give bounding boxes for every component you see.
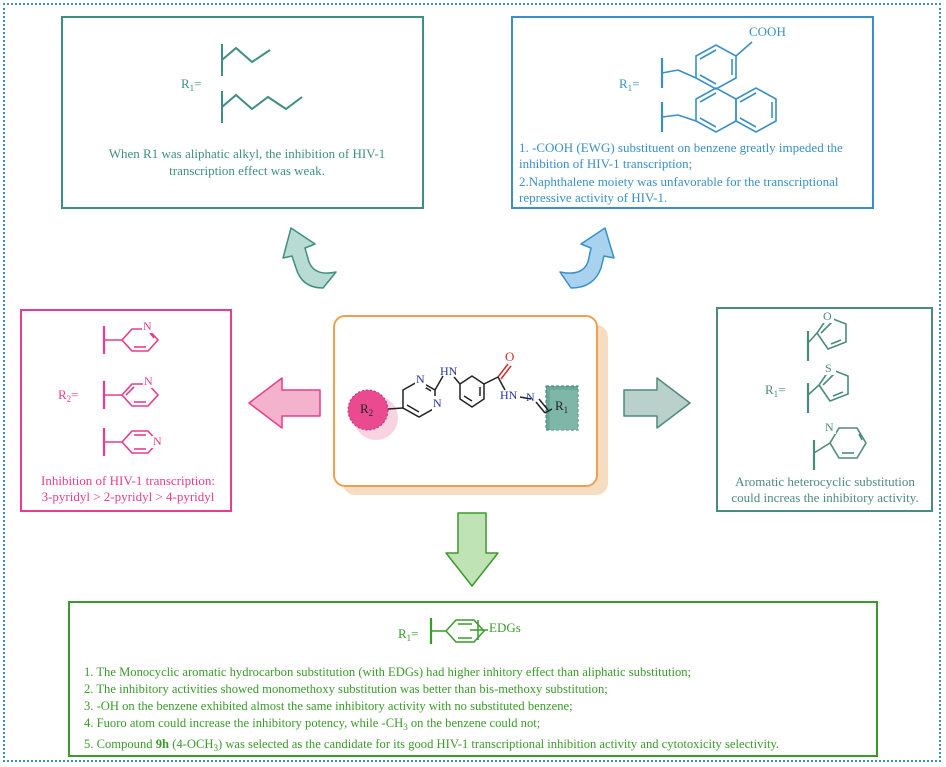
edg-line-4: 4. Fuoro atom could increase the inhibit… — [84, 715, 874, 736]
center-hn-amine: HN — [440, 364, 458, 378]
pyridyl-n-3: N — [144, 374, 153, 388]
center-r1-label: R1 — [555, 398, 568, 417]
outer-dotted-frame — [3, 3, 941, 762]
pyridine-n: N — [825, 420, 834, 434]
heterocycle-conclusion: Aromatic heterocyclic substitution could… — [731, 474, 919, 506]
edgs-label: EDGs — [489, 620, 521, 635]
edg-line-5-sub: 3 — [213, 743, 218, 753]
r-letter: R — [398, 626, 407, 641]
heterocycle-box — [716, 307, 933, 512]
edg-line-4-sub: 3 — [403, 722, 408, 732]
pyridyl-order: 3-pyridyl > 2-pyridyl > 4-pyridyl — [41, 489, 215, 504]
r-subscript: 1 — [627, 83, 633, 93]
edg-line-2: 2. The inhibitory activities showed mono… — [84, 682, 608, 696]
r-letter: R — [360, 401, 369, 416]
ewg-r1-label: R1= — [619, 76, 640, 95]
ewg-naphthalene-box — [511, 16, 874, 209]
heterocycle-r1-label: R1= — [765, 382, 786, 401]
r-letter: R — [58, 387, 67, 402]
compound-9h: 9h — [155, 737, 170, 751]
r-subscript: 1 — [406, 633, 412, 643]
r-subscript: 1 — [189, 83, 195, 93]
r-letter: R — [181, 76, 190, 91]
ewg-conclusion-1: 1. -COOH (EWG) substituent on benzene gr… — [519, 140, 843, 172]
center-carbonyl-o: O — [505, 349, 515, 364]
pyridyl-n-4: N — [153, 434, 162, 448]
edg-line-1: 1. The Monocyclic aromatic hydrocarbon s… — [84, 665, 692, 679]
r-letter: R — [555, 398, 564, 413]
aliphatic-alkyl-box — [61, 16, 424, 209]
furan-o: O — [823, 309, 832, 323]
edg-line-3: 3. -OH on the benzene exhibited almost t… — [84, 699, 573, 713]
r-letter: R — [765, 382, 774, 397]
r-equals: = — [194, 76, 202, 91]
pyridyl-n-2: N — [143, 319, 152, 333]
r-equals: = — [778, 382, 786, 397]
aliphatic-conclusion-text: When R1 was aliphatic alkyl, the inhibit… — [108, 146, 386, 178]
center-n-pyrimidine-2: N — [432, 396, 443, 412]
r-subscript: 2 — [368, 408, 374, 418]
pyridyl-box — [20, 309, 232, 512]
edg-line-5: 5. Compound 9h (4-OCH3) was selected as … — [84, 736, 874, 757]
r-equals: = — [71, 387, 79, 402]
aliphatic-r1-label: R1= — [181, 76, 202, 95]
r-subscript: 1 — [563, 405, 569, 415]
r-subscript: 2 — [66, 394, 72, 404]
pyridyl-title: Inhibition of HIV-1 transcription: — [41, 473, 215, 488]
edg-line-4-a: 4. Fuoro atom could increase the inhibit… — [84, 716, 404, 730]
edg-line-5-b: (4-OCH — [169, 737, 214, 751]
r-letter: R — [619, 76, 628, 91]
edg-conclusions-box — [68, 601, 878, 757]
center-hn-hydrazide: HN — [500, 388, 518, 402]
r-subscript: 1 — [773, 389, 779, 399]
edg-line-5-c: ) was selected as the candidate for its … — [217, 737, 780, 751]
pyridyl-r2-label: R2= — [58, 387, 79, 406]
edg-r1-label: R1= — [398, 626, 419, 645]
center-n-pyrimidine-1: N — [415, 372, 426, 388]
r-equals: = — [632, 76, 640, 91]
center-r2-label: R2 — [360, 401, 373, 420]
cooh-label: COOH — [749, 24, 786, 39]
edg-line-5-a: 5. Compound — [84, 737, 156, 751]
r-equals: = — [411, 626, 419, 641]
center-n-imine: N — [526, 390, 535, 404]
thiophene-s: S — [825, 361, 832, 375]
ewg-conclusion-2: 2.Naphthalene moiety was unfavorable for… — [519, 174, 839, 206]
edg-conclusion-list: 1. The Monocyclic aromatic hydrocarbon s… — [84, 664, 874, 757]
edg-line-4-b: on the benzene could not; — [407, 716, 541, 730]
